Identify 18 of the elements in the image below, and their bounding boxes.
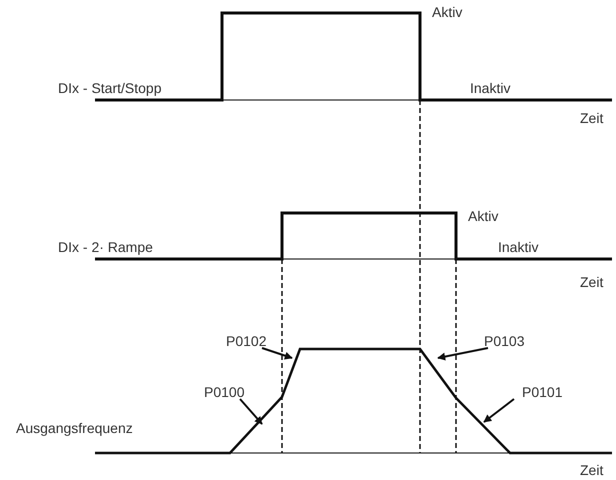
leader-line — [262, 347, 293, 360]
parameter-label: P0102 — [226, 333, 266, 349]
axis-label: Zeit — [580, 274, 604, 290]
state-label: Aktiv — [432, 4, 462, 20]
state-label: Aktiv — [468, 208, 498, 224]
leader-line — [483, 398, 515, 423]
state-label: Inaktiv — [470, 80, 510, 96]
axis-label: Zeit — [580, 462, 604, 478]
parameter-label: P0103 — [484, 333, 524, 349]
axis-label: Zeit — [580, 110, 604, 126]
leader-line — [239, 398, 263, 425]
parameter-label: P0100 — [204, 384, 244, 400]
parameter-label: P0101 — [522, 384, 562, 400]
signal-name: Ausgangsfrequenz — [16, 420, 133, 436]
signal-name: DIx - Start/Stopp — [58, 80, 162, 96]
signal-name: DIx - 2· Rampe — [58, 239, 153, 255]
leader-line — [437, 347, 488, 360]
state-label: Inaktiv — [498, 239, 538, 255]
